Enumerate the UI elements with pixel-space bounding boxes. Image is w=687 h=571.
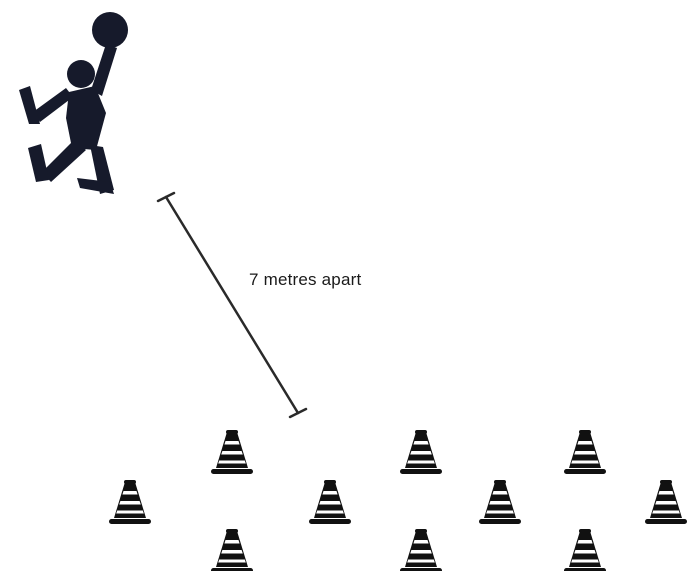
traffic-cone-icon: [109, 480, 151, 524]
traffic-cone-icon: [211, 529, 253, 571]
basketball-icon: [92, 12, 128, 48]
traffic-cone-icon: [479, 480, 521, 524]
traffic-cone-icon: [309, 480, 351, 524]
traffic-cone-icon: [211, 430, 253, 474]
traffic-cone-icon: [564, 529, 606, 571]
distance-label: 7 metres apart: [249, 270, 362, 289]
traffic-cone-icon: [400, 529, 442, 571]
traffic-cone-icon: [645, 480, 687, 524]
basketball-player-icon: [19, 12, 128, 194]
measurement-end-cap-bottom: [288, 407, 308, 419]
measurement-line: [156, 191, 308, 419]
traffic-cone-icon: [564, 430, 606, 474]
traffic-cone-icon: [400, 430, 442, 474]
measurement-end-cap-top: [156, 191, 176, 203]
